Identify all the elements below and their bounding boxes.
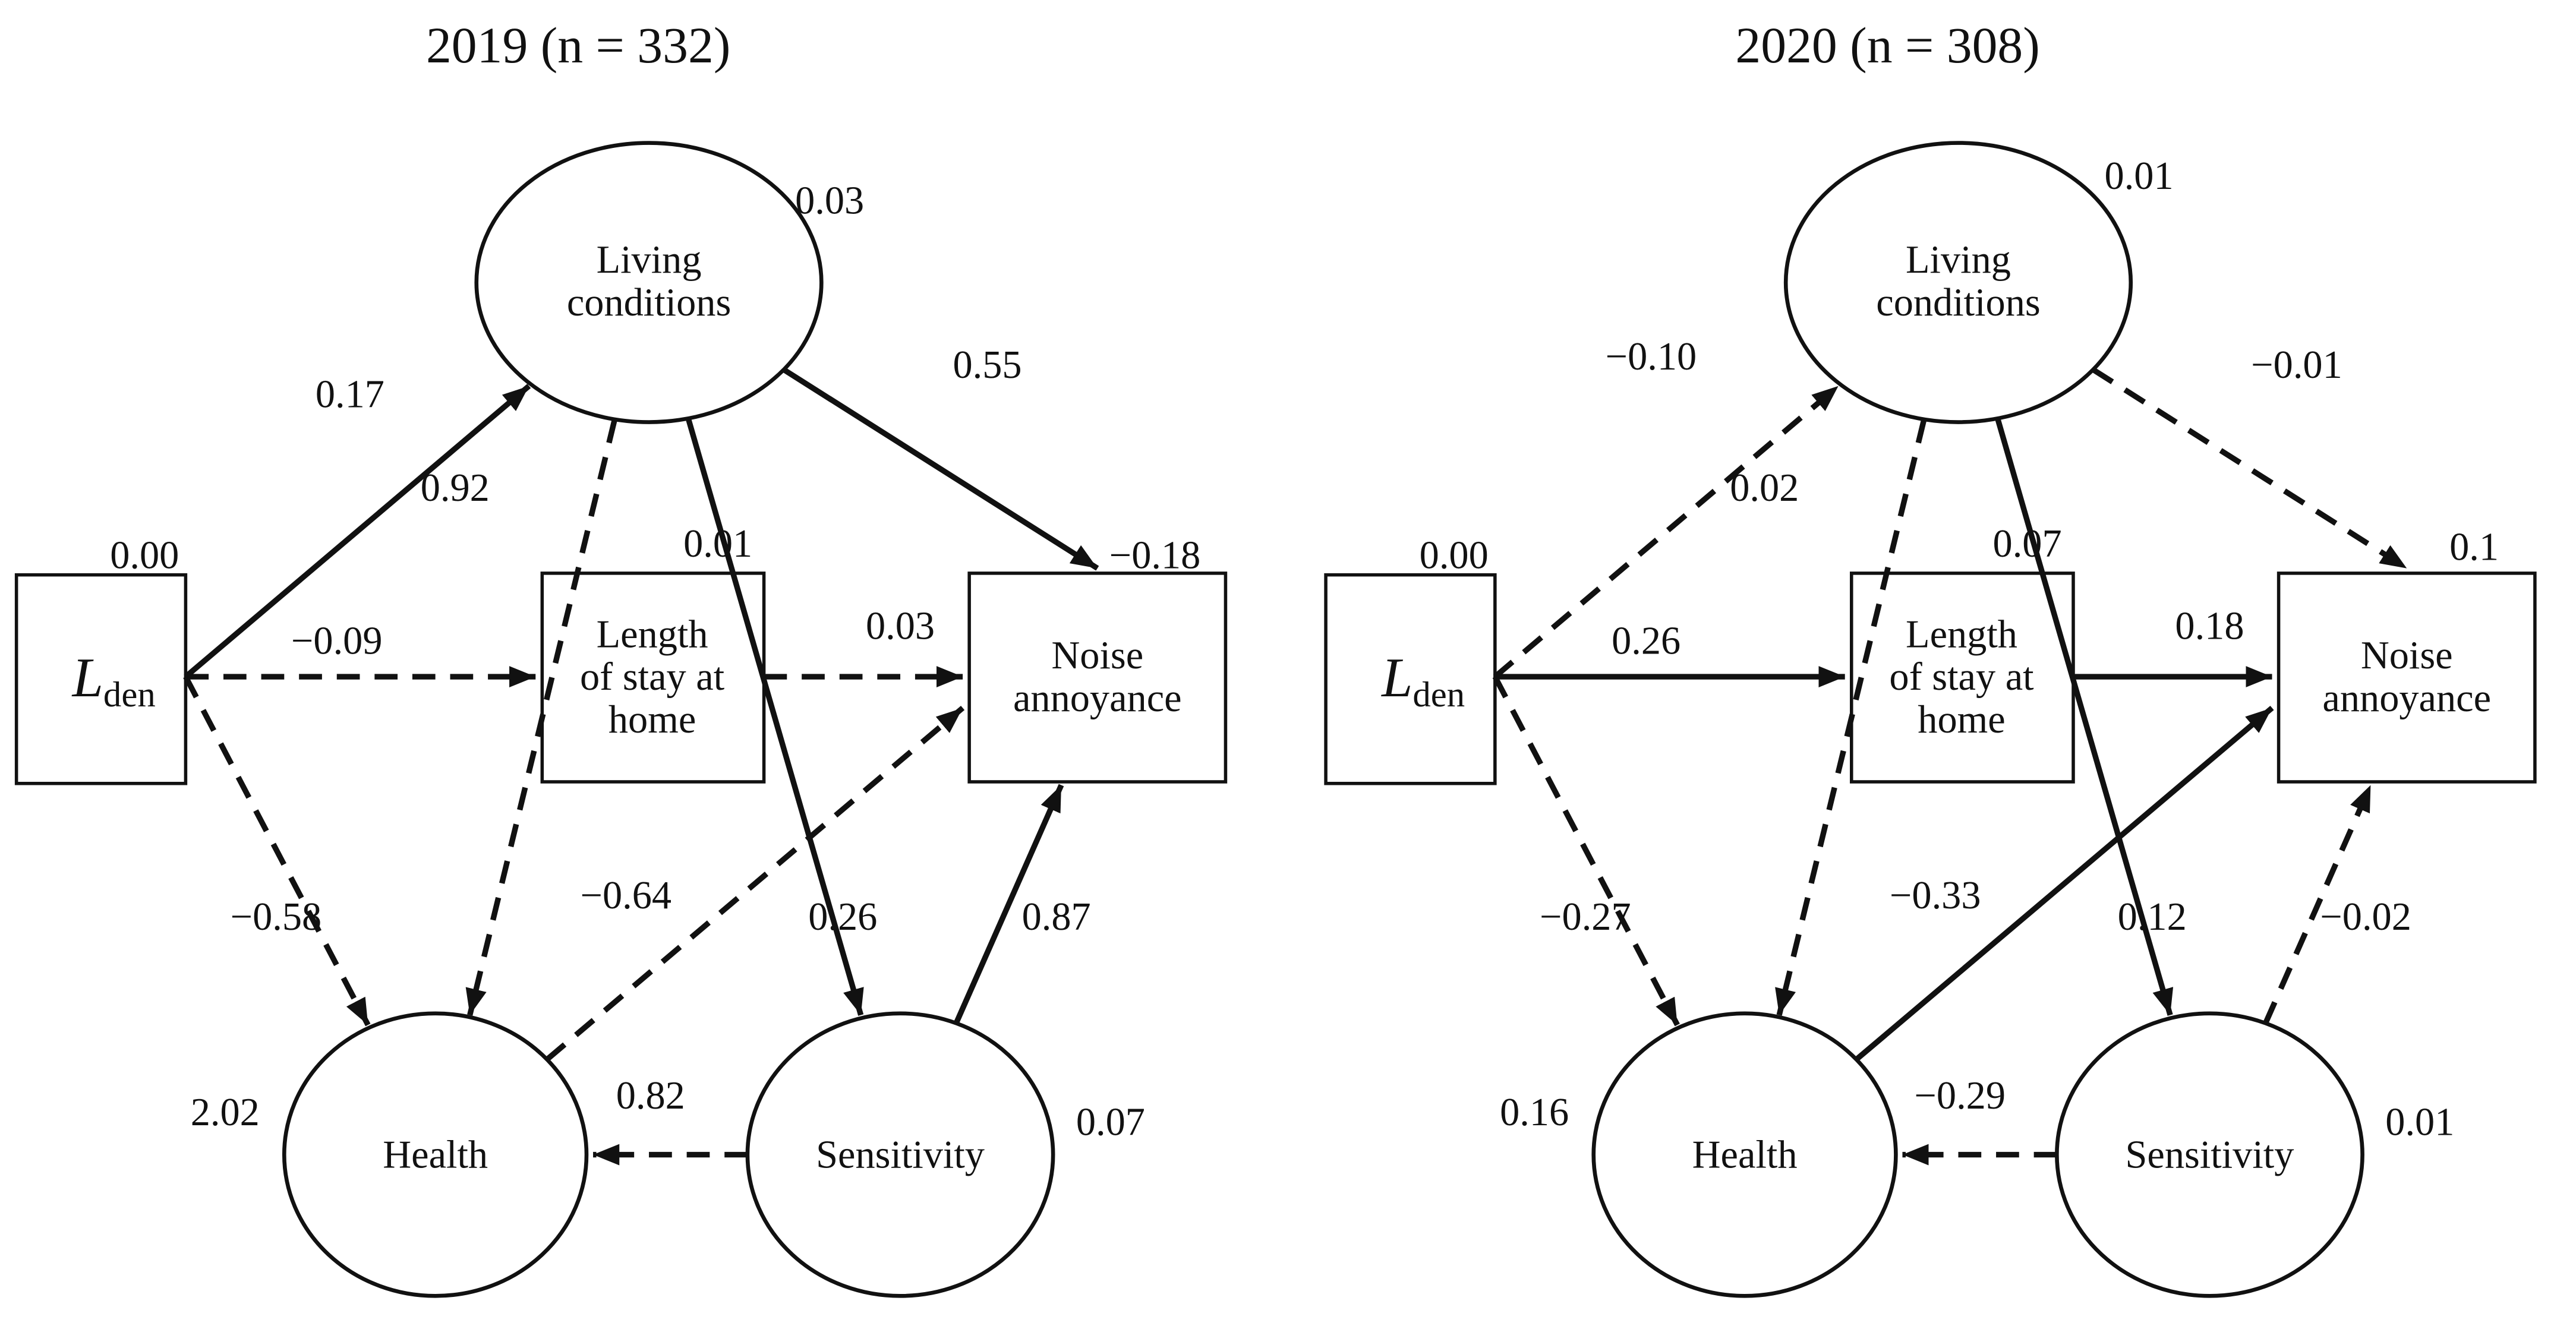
node-length-box <box>540 572 766 784</box>
edge-living-noise-coefficient: −0.01 <box>2251 343 2342 387</box>
node-living-label-line2: conditions <box>567 281 731 324</box>
variance-health: 2.02 <box>191 1091 260 1134</box>
node-length-label-line2: of stay at <box>580 655 725 699</box>
variance-noise: −0.18 <box>1109 534 1201 577</box>
edge-living-sensitivity-line <box>685 418 864 1016</box>
node-lden-label: Lden <box>71 647 156 715</box>
node-noise-label-line2: annoyance <box>1013 677 1182 720</box>
edge-sensitivity-noise-line <box>2263 784 2373 1025</box>
edge-living-noise-coefficient: 0.55 <box>953 343 1022 387</box>
edge-living-sensitivity-coefficient: 0.12 <box>2118 895 2187 939</box>
edge-living-sensitivity-line <box>1995 418 2174 1016</box>
edge-sensitivity-noise-line <box>953 784 1064 1025</box>
node-living-label-line1: Living <box>1906 238 2011 282</box>
edge-living-health-coefficient: 0.02 <box>1730 466 1799 510</box>
variance-lden: 0.00 <box>110 534 179 577</box>
node-sensitivity-ellipse <box>745 1011 1055 1298</box>
variance-health: 0.16 <box>1500 1091 1569 1134</box>
edge-lden-length-coefficient: −0.09 <box>291 619 383 662</box>
edge-health-noise-coefficient: −0.33 <box>1890 874 1981 917</box>
edge-health-noise-coefficient: −0.64 <box>581 874 672 917</box>
edge-living-noise-line <box>782 367 1099 571</box>
node-living-ellipse <box>1783 141 2133 424</box>
node-length-box <box>1850 572 2075 784</box>
edge-lden-living-coefficient: −0.10 <box>1606 335 1697 378</box>
node-health-label-line1: Health <box>1692 1134 1798 1177</box>
edge-length-noise-coefficient: 0.18 <box>2175 604 2244 648</box>
node-lden-box <box>14 573 188 785</box>
variance-sensitivity: 0.07 <box>1076 1100 1145 1144</box>
variance-sensitivity: 0.01 <box>2385 1100 2454 1144</box>
node-length-label-line3: home <box>1918 698 2005 741</box>
node-health-ellipse <box>1591 1011 1898 1298</box>
panel-2020: 2020 (n = 308) −0.10 0.26 −0.27 0.02 −0.01 0.1… <box>1324 17 2537 1298</box>
lden-subscript: den <box>103 675 156 715</box>
panel-2019: 2019 (n = 332) 0.17 −0.09 −0.58 0.92 0.55 0.26… <box>14 17 1228 1298</box>
variance-lden: 0.00 <box>1420 534 1489 577</box>
node-living-label-line1: Living <box>597 238 702 282</box>
node-sensitivity-label-line1: Sensitivity <box>816 1134 985 1177</box>
node-length-label-line1: Length <box>597 613 708 656</box>
edge-health-noise-line <box>545 705 965 1062</box>
edge-sensitivity-noise-coefficient: 0.87 <box>1022 895 1091 939</box>
edge-sensitivity-noise-coefficient: −0.02 <box>2320 895 2411 939</box>
edge-lden-health-line <box>1492 675 1680 1027</box>
node-length-label-line1: Length <box>1906 613 2017 656</box>
variance-living: 0.03 <box>795 179 864 222</box>
edge-sensitivity-health-coefficient: −0.29 <box>1914 1074 2006 1118</box>
node-noise-label-line1: Noise <box>2361 634 2453 677</box>
edge-lden-health-coefficient: −0.27 <box>1540 895 1631 939</box>
lden-symbol: L <box>1380 647 1412 709</box>
node-noise-label-line1: Noise <box>1051 634 1143 677</box>
node-noise-label-line2: annoyance <box>2322 677 2491 720</box>
edge-length-noise-coefficient: 0.03 <box>866 604 935 648</box>
edge-living-sensitivity-coefficient: 0.26 <box>808 895 877 939</box>
panel-title: 2019 (n = 332) <box>426 17 730 74</box>
edge-lden-health-coefficient: −0.58 <box>231 895 322 939</box>
node-lden-label: Lden <box>1380 647 1465 715</box>
edge-lden-living-coefficient: 0.17 <box>316 373 384 416</box>
edge-lden-health-line <box>183 675 371 1027</box>
edge-lden-living-line <box>184 384 531 679</box>
node-health-label-line1: Health <box>383 1134 488 1177</box>
node-sensitivity-ellipse <box>2055 1011 2364 1298</box>
node-sensitivity-label-line1: Sensitivity <box>2126 1134 2294 1177</box>
node-noise-box <box>967 572 1228 784</box>
edge-living-health-coefficient: 0.92 <box>421 466 490 510</box>
variance-noise: 0.1 <box>2449 526 2499 569</box>
variance-length: 0.01 <box>683 522 752 566</box>
panel-title: 2020 (n = 308) <box>1735 17 2039 74</box>
variance-living: 0.01 <box>2105 154 2174 198</box>
edge-living-noise-line <box>2091 367 2408 571</box>
node-living-label-line2: conditions <box>1876 281 2040 324</box>
node-length-label-line3: home <box>608 698 696 741</box>
lden-subscript: den <box>1412 675 1465 715</box>
edge-sensitivity-health-coefficient: 0.82 <box>616 1074 685 1118</box>
node-health-ellipse <box>282 1011 589 1298</box>
variance-length: 0.07 <box>1993 522 2062 566</box>
node-length-label-line2: of stay at <box>1889 655 2034 699</box>
lden-symbol: L <box>71 647 103 709</box>
node-lden-box <box>1324 573 1497 785</box>
node-living-ellipse <box>474 141 824 424</box>
edge-health-noise-line <box>1855 705 2274 1062</box>
node-noise-box <box>2277 572 2537 784</box>
edge-lden-length-coefficient: 0.26 <box>1612 619 1680 662</box>
